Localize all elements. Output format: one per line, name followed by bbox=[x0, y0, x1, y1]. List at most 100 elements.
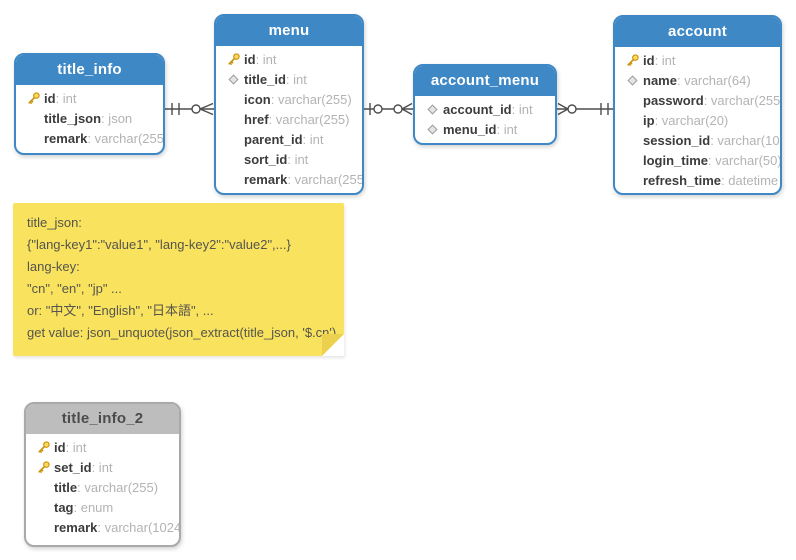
column-name: title_json bbox=[44, 110, 102, 126]
column-type: : varchar(255) bbox=[703, 92, 782, 108]
column-row[interactable]: name: varchar(64) bbox=[615, 70, 780, 90]
column-name: id bbox=[44, 90, 56, 106]
sticky-note[interactable]: title_json: {"lang-key1":"value1", "lang-… bbox=[13, 203, 344, 356]
column-row[interactable]: id: int bbox=[26, 437, 179, 457]
table-title_info-header[interactable]: title_info bbox=[16, 55, 163, 85]
diamond-icon bbox=[422, 123, 443, 135]
column-name: id bbox=[54, 439, 66, 455]
column-name: login_time bbox=[643, 152, 709, 168]
connector-menu-account_menu[interactable] bbox=[364, 102, 413, 116]
column-row[interactable]: id: int bbox=[216, 49, 362, 69]
key-icon bbox=[33, 440, 54, 454]
key-icon bbox=[223, 52, 244, 66]
note-text-line: or: "中文", "English", "日本語", ... bbox=[27, 303, 214, 318]
column-type: : int bbox=[654, 52, 676, 68]
column-name: title bbox=[54, 479, 78, 495]
table-menu-header[interactable]: menu bbox=[216, 16, 362, 46]
note-text-line: get value: json_unquote(json_extract(tit… bbox=[27, 325, 337, 340]
diamond-icon bbox=[422, 103, 443, 115]
column-type: : json bbox=[101, 110, 133, 126]
column-name: password bbox=[643, 92, 704, 108]
column-name: set_id bbox=[54, 459, 92, 475]
column-row[interactable]: href: varchar(255) bbox=[216, 109, 362, 129]
note-text-line: lang-key: bbox=[27, 259, 80, 274]
column-row[interactable]: parent_id: int bbox=[216, 129, 362, 149]
diamond-icon bbox=[622, 74, 643, 86]
column-type: : int bbox=[496, 121, 518, 137]
column-type: : int bbox=[255, 51, 277, 67]
column-type: : int bbox=[55, 90, 77, 106]
column-row[interactable]: ip: varchar(20) bbox=[615, 110, 780, 130]
column-name: ip bbox=[643, 112, 655, 128]
column-row[interactable]: menu_id: int bbox=[415, 119, 555, 139]
column-type: : varchar(255) bbox=[268, 111, 350, 127]
column-type: : int bbox=[302, 131, 324, 147]
column-name: remark bbox=[244, 171, 288, 187]
column-type: : varchar(255) bbox=[270, 91, 352, 107]
key-icon bbox=[33, 460, 54, 474]
column-name: menu_id bbox=[443, 121, 497, 137]
column-name: remark bbox=[54, 519, 98, 535]
column-type: : int bbox=[511, 101, 533, 117]
key-icon bbox=[23, 91, 44, 105]
column-type: : int bbox=[91, 459, 113, 475]
column-type: : datetime bbox=[721, 172, 779, 188]
column-name: id bbox=[643, 52, 655, 68]
column-row[interactable]: icon: varchar(255) bbox=[216, 89, 362, 109]
note-text-line: "cn", "en", "jp" ... bbox=[27, 281, 122, 296]
column-name: title_id bbox=[244, 71, 286, 87]
column-row[interactable]: password: varchar(255) bbox=[615, 90, 780, 110]
column-name: remark bbox=[44, 130, 88, 146]
column-row[interactable]: account_id: int bbox=[415, 99, 555, 119]
column-row[interactable]: session_id: varchar(100) bbox=[615, 130, 780, 150]
table-title_info_2-header[interactable]: title_info_2 bbox=[26, 404, 179, 434]
column-row[interactable]: title_id: int bbox=[216, 69, 362, 89]
table-account-header[interactable]: account bbox=[615, 17, 780, 47]
column-row[interactable]: tag: enum bbox=[26, 497, 179, 517]
note-text-line: {"lang-key1":"value1", "lang-key2":"valu… bbox=[27, 237, 291, 252]
column-type: : varchar(255) bbox=[287, 171, 364, 187]
column-row[interactable]: title: varchar(255) bbox=[26, 477, 179, 497]
column-name: refresh_time bbox=[643, 172, 722, 188]
column-name: account_id bbox=[443, 101, 512, 117]
column-type: : varchar(50) bbox=[708, 152, 782, 168]
column-type: : varchar(1024) bbox=[97, 519, 181, 535]
column-row[interactable]: set_id: int bbox=[26, 457, 179, 477]
connector-account_menu-account[interactable] bbox=[557, 102, 613, 116]
column-row[interactable]: remark: varchar(255) bbox=[216, 169, 362, 189]
column-type: : varchar(64) bbox=[676, 72, 751, 88]
diamond-icon bbox=[223, 73, 244, 85]
column-name: tag bbox=[54, 499, 74, 515]
column-name: sort_id bbox=[244, 151, 288, 167]
table-account_menu-header[interactable]: account_menu bbox=[415, 66, 555, 96]
connector-title_info-menu[interactable] bbox=[165, 102, 214, 116]
note-text-line: title_json: bbox=[27, 215, 82, 230]
column-row[interactable]: sort_id: int bbox=[216, 149, 362, 169]
key-icon bbox=[622, 53, 643, 67]
column-row[interactable]: id: int bbox=[16, 88, 163, 108]
column-type: : varchar(255) bbox=[87, 130, 165, 146]
column-row[interactable]: id: int bbox=[615, 50, 780, 70]
column-type: : varchar(20) bbox=[654, 112, 729, 128]
column-row[interactable]: remark: varchar(1024) bbox=[26, 517, 179, 537]
note-fold-corner bbox=[322, 334, 344, 356]
column-name: href bbox=[244, 111, 269, 127]
column-type: : int bbox=[285, 71, 307, 87]
column-row[interactable]: remark: varchar(255) bbox=[16, 128, 163, 148]
column-type: : int bbox=[65, 439, 87, 455]
column-row[interactable]: refresh_time: datetime bbox=[615, 170, 780, 190]
column-row[interactable]: login_time: varchar(50) bbox=[615, 150, 780, 170]
column-row[interactable]: title_json: json bbox=[16, 108, 163, 128]
